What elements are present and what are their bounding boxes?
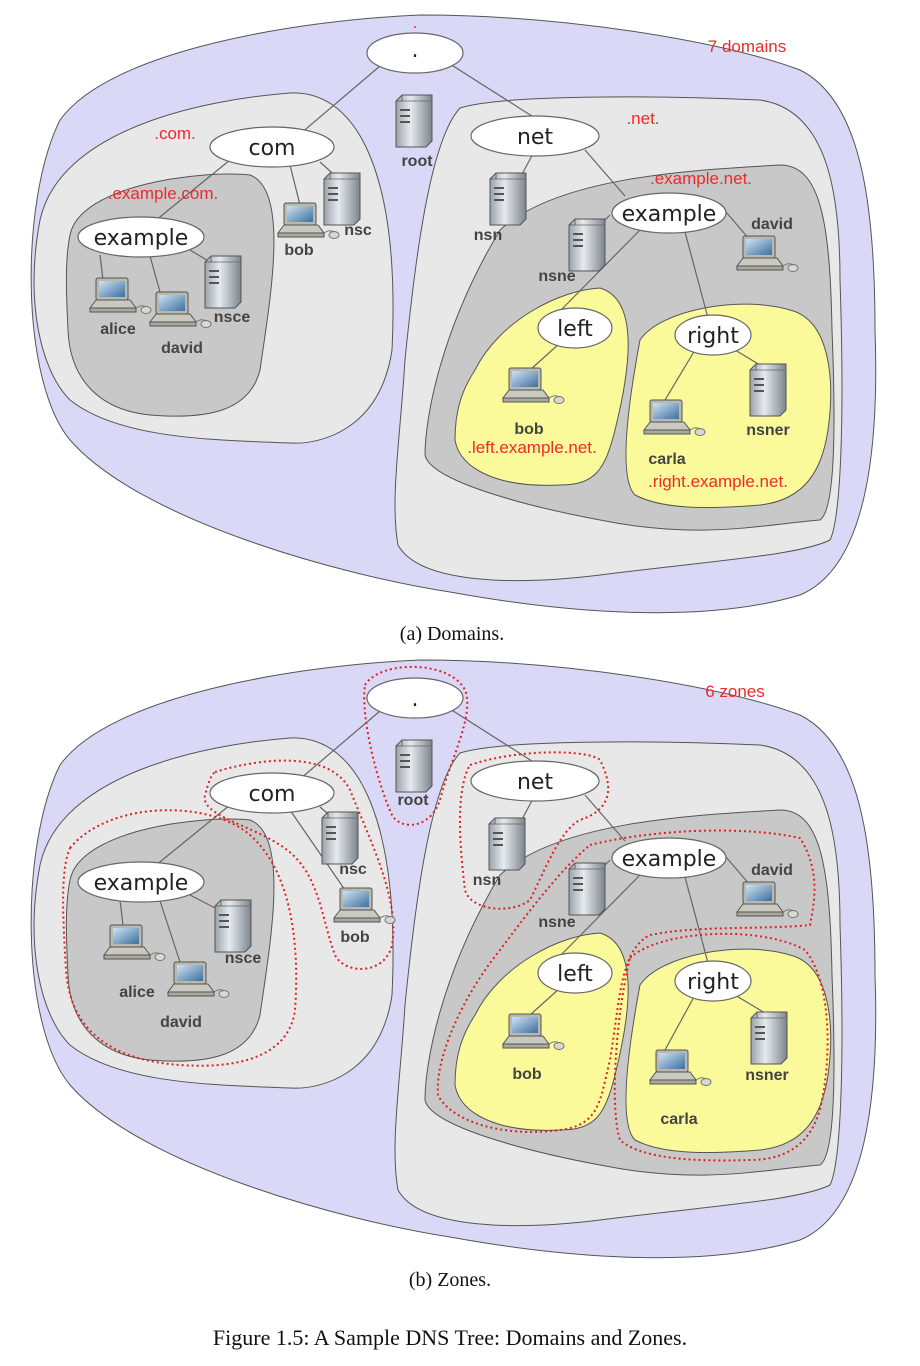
server-icon — [750, 1011, 788, 1065]
domain-label-left: .left.example.net. — [467, 438, 596, 457]
domain-label-example-net: .example.net. — [650, 169, 752, 188]
node-right-a: right — [674, 314, 752, 356]
host-label-david: david — [160, 1014, 202, 1031]
node-net-b: net — [470, 760, 600, 802]
node-left-a: left — [537, 307, 613, 349]
host-label-david: david — [751, 216, 793, 233]
svg-text:.: . — [412, 38, 419, 63]
host-label-bob: bob — [512, 1066, 542, 1083]
node-left-b: left — [537, 952, 613, 994]
svg-text:example: example — [622, 202, 717, 227]
host-label-carla: carla — [648, 451, 685, 468]
zone-outline-example-net — [436, 829, 816, 1133]
server-icon — [488, 817, 526, 871]
host-label-nsn: nsn — [474, 227, 502, 244]
server-icon — [204, 255, 242, 309]
host-label-nsc: nsc — [344, 222, 372, 239]
host-label-nsne: nsne — [538, 914, 575, 931]
host-label-david: david — [161, 340, 203, 357]
svg-text:.: . — [412, 687, 419, 712]
figure-caption: Figure 1.5: A Sample DNS Tree: Domains a… — [213, 1325, 687, 1350]
right-domain-region — [625, 303, 832, 509]
count-label: 7 domains — [708, 37, 786, 56]
svg-text:right: right — [687, 324, 739, 349]
server-icon — [489, 172, 527, 226]
svg-text:example: example — [622, 847, 717, 872]
server-icon — [568, 218, 606, 272]
node-right-b: right — [674, 960, 752, 1002]
domain-label-right: .right.example.net. — [648, 472, 788, 491]
svg-text:left: left — [557, 962, 593, 987]
zone-outline-com — [203, 759, 395, 970]
zone-outline-net — [459, 751, 610, 910]
node-root-a: . — [366, 32, 464, 74]
node-example-com-a: example — [77, 216, 205, 258]
host-label-nsce: nsce — [214, 309, 251, 326]
host-label-nsner: nsner — [745, 1067, 789, 1084]
host-label-david: david — [751, 862, 793, 879]
node-example-net-a: example — [611, 192, 727, 234]
node-net-a: net — [470, 115, 600, 157]
node-example-com-b: example — [77, 861, 205, 903]
server-icon — [395, 94, 433, 148]
host-label-root: root — [397, 792, 429, 809]
svg-text:net: net — [517, 125, 553, 150]
node-root-b: . — [366, 677, 464, 719]
host-label-bob: bob — [340, 929, 370, 946]
domain-label-com: .com. — [154, 124, 196, 143]
server-icon — [323, 172, 361, 226]
host-label-bob: bob — [284, 242, 314, 259]
count-label: 6 zones — [705, 682, 765, 701]
diagram-b: . com net example example left right roo… — [30, 659, 877, 1291]
domain-label-example-com: .example.com. — [108, 184, 219, 203]
server-icon — [749, 363, 787, 417]
server-icon — [321, 811, 359, 865]
node-com-b: com — [209, 772, 335, 814]
diagram-a: . com net example example left right roo… — [30, 13, 877, 645]
host-label-bob: bob — [514, 421, 544, 438]
node-com-a: com — [209, 126, 335, 168]
host-label-carla: carla — [660, 1111, 697, 1128]
host-label-root: root — [401, 153, 433, 170]
host-label-nsn: nsn — [473, 872, 501, 889]
right-zone-region — [625, 948, 832, 1154]
domain-label-net: .net. — [626, 109, 659, 128]
zone-outline-example-com — [62, 809, 298, 1067]
host-label-nsc: nsc — [339, 861, 367, 878]
server-icon — [214, 899, 252, 953]
host-label-nsner: nsner — [746, 422, 790, 439]
host-label-alice: alice — [100, 321, 136, 338]
caption-b: (b) Zones. — [409, 1269, 491, 1291]
server-icon — [568, 862, 606, 916]
host-label-nsne: nsne — [538, 268, 575, 285]
svg-text:net: net — [517, 770, 553, 795]
node-example-net-b: example — [611, 837, 727, 879]
svg-text:example: example — [94, 226, 189, 251]
root-domain-label: . — [413, 13, 418, 32]
caption-a: (a) Domains. — [400, 623, 504, 645]
svg-text:example: example — [94, 871, 189, 896]
svg-text:left: left — [557, 317, 593, 342]
svg-text:com: com — [249, 782, 296, 807]
host-label-nsce: nsce — [225, 950, 262, 967]
server-icon — [395, 739, 433, 793]
svg-text:right: right — [687, 970, 739, 995]
svg-text:com: com — [249, 136, 296, 161]
host-label-alice: alice — [119, 984, 155, 1001]
